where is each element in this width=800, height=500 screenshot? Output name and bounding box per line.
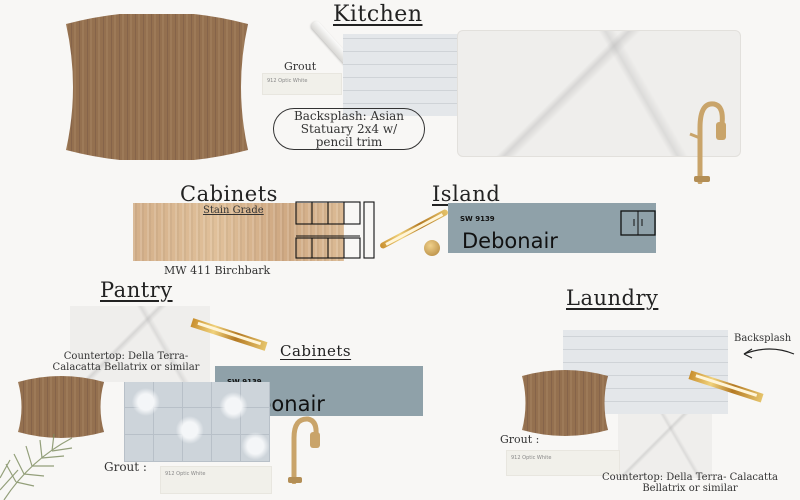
pantry-countertop-sample	[70, 306, 210, 382]
pantry-grout-label: Grout :	[104, 460, 147, 474]
laundry-arrow-icon	[743, 348, 795, 359]
laundry-countertop-label: Countertop: Della Terra- Calacatta Bella…	[602, 472, 778, 494]
laundry-grout-chip: 912 Optic White	[506, 450, 620, 476]
kitchen-grout-chip: 912 Optic White	[262, 73, 342, 95]
cabinet-drawing-icon	[295, 201, 375, 259]
cabinets-subtitle: Stain Grade	[203, 205, 264, 216]
laundry-grout-label: Grout :	[500, 433, 540, 446]
kitchen-backsplash-tile	[343, 34, 461, 116]
kitchen-countertop	[457, 30, 741, 157]
pantry-title: Pantry	[100, 278, 173, 302]
kitchen-faucet	[689, 101, 726, 184]
laundry-title: Laundry	[566, 286, 659, 310]
kitchen-grout-label: Grout	[284, 60, 317, 73]
cabinets-title: Cabinets	[180, 182, 278, 206]
island-title: Island	[432, 182, 501, 206]
palm-leaf-decoration	[0, 433, 73, 500]
kitchen-title: Kitchen	[333, 2, 423, 27]
pantry-wood-sample	[18, 376, 104, 438]
island-paint-code: SW 9139	[460, 215, 495, 223]
kitchen-wood-sample	[66, 14, 248, 160]
cabinets-finish: MW 411 Birchbark	[164, 264, 271, 277]
kitchen-backsplash-label: Backsplash: Asian Statuary 2x4 w/ pencil…	[273, 108, 425, 150]
island-cabinet-icon	[620, 210, 656, 236]
pantry-countertop-label: Countertop: Della Terra- Calacatta Bella…	[52, 351, 200, 373]
island-paint-name: Debonair	[462, 229, 558, 253]
pantry-grout-chip: 912 Optic White	[160, 466, 272, 494]
cabinets-oak-sample	[133, 203, 344, 261]
pantry-cabinets-title: Cabinets	[280, 342, 352, 360]
pantry-faucet	[288, 416, 320, 484]
laundry-countertop-sample	[618, 414, 712, 478]
laundry-wood-sample	[522, 370, 608, 436]
laundry-backsplash-label: Backsplash	[734, 333, 792, 344]
cabinet-knob	[424, 240, 440, 256]
pantry-glass-tile	[124, 382, 270, 462]
